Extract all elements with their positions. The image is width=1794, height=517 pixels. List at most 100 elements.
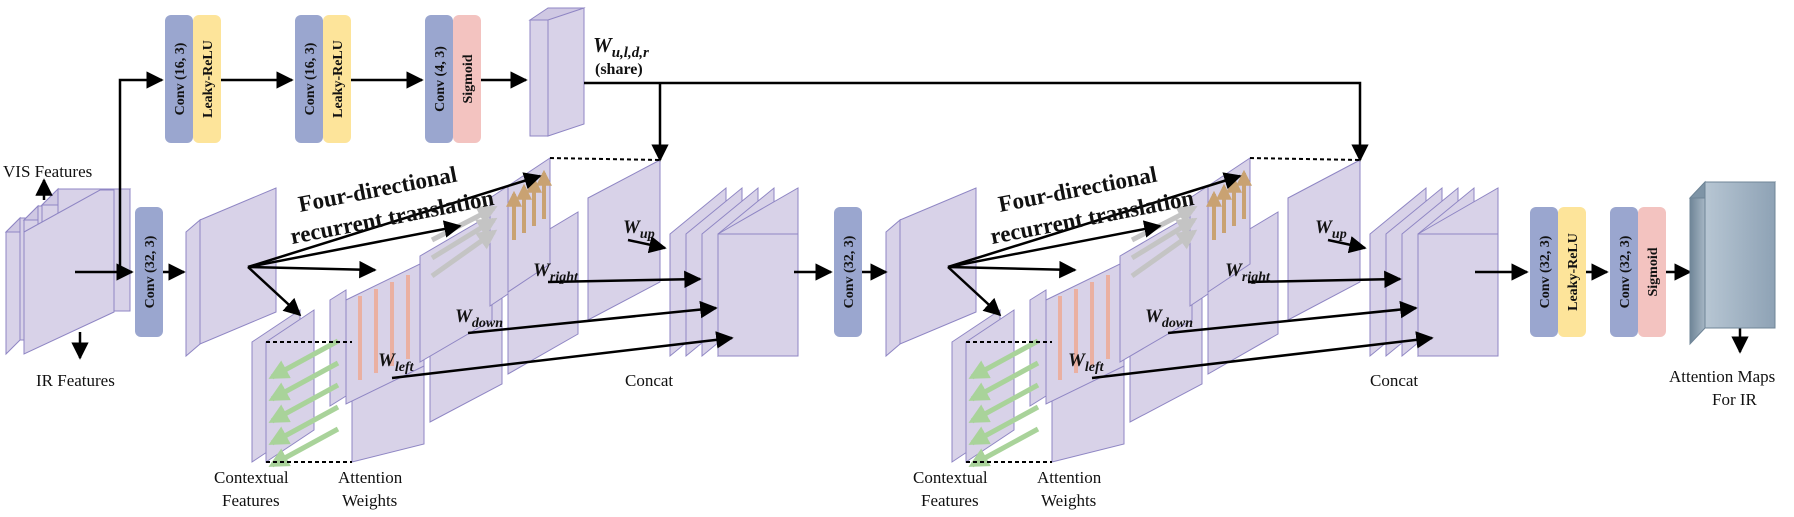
conv4-block: Conv (4, 3) <box>425 15 453 143</box>
w-up-label-1: Wup <box>623 217 655 242</box>
left-translation-arrow-2-0 <box>968 338 1040 380</box>
conv32-block-4: Conv (32, 3) <box>1610 207 1638 337</box>
branch-up-arrow <box>118 71 164 272</box>
left-translation-arrow-2-1 <box>968 360 1040 402</box>
attention-weights-label-1b: Weights <box>342 491 397 510</box>
right-translation-arrow-1-2 <box>430 205 498 243</box>
svg-text:Conv (32, 3): Conv (32, 3) <box>1538 235 1553 308</box>
leaky-relu-block-1: Leaky-ReLU <box>193 15 221 143</box>
down-stack-b-1 <box>345 261 425 405</box>
arrow-to-up-1 <box>247 172 542 269</box>
contextual-features-label-1b: Features <box>222 491 280 510</box>
conv-feature-side-2 <box>885 218 901 358</box>
svg-text:Sigmoid: Sigmoid <box>1646 247 1661 296</box>
svg-text:Conv (32, 3): Conv (32, 3) <box>842 235 857 308</box>
svg-text:Leaky-ReLU: Leaky-ReLU <box>1566 233 1581 311</box>
input-feature-map-front <box>23 189 115 355</box>
concat-label-1: Concat <box>625 371 673 390</box>
w-up-arrow-1 <box>627 236 667 254</box>
right-translation-arrow-2-2 <box>1130 205 1198 243</box>
left-translation-arrow-1-4 <box>268 426 340 468</box>
share-to-module2-arrow <box>584 81 1369 162</box>
arrow-to-down-1 <box>247 260 377 279</box>
attention-map-output-block <box>1688 180 1777 346</box>
w-right-arrow-1 <box>547 270 702 289</box>
svg-text:Conv (16, 3): Conv (16, 3) <box>303 42 318 115</box>
attention-weight-up-2 <box>1287 159 1361 321</box>
w-left-arrow-1 <box>391 331 734 380</box>
right-translation-arrow-2-0 <box>1130 229 1198 279</box>
layer-blocks: Conv (16, 3) Leaky-ReLU Conv (16, 3) Leaky-… <box>135 15 1666 337</box>
right-translation-arrow-2-1 <box>1130 217 1198 261</box>
w-left-label-1: Wleft <box>378 350 415 375</box>
leaky-relu-block-3: Leaky-ReLU <box>1558 207 1586 337</box>
right-translation-arrow-1-0 <box>430 229 498 279</box>
svg-text:Conv (32, 3): Conv (32, 3) <box>1618 235 1633 308</box>
w-up-label-2: Wup <box>1315 217 1347 242</box>
svg-text:Leaky-ReLU: Leaky-ReLU <box>201 40 216 118</box>
arrow-to-right-1 <box>247 220 462 269</box>
sigmoid-block-1: Sigmoid <box>453 15 481 143</box>
w-right-arrow-2 <box>1247 270 1402 289</box>
w-down-arrow-2 <box>1167 300 1418 335</box>
dotted-edge-up-2 <box>1249 157 1361 161</box>
svg-text:Sigmoid: Sigmoid <box>461 54 476 103</box>
conv-feature-map-2 <box>899 187 977 345</box>
feature-maps <box>4 7 1499 463</box>
down-stack-b-2 <box>1045 261 1125 405</box>
w-down-arrow-1 <box>467 300 718 335</box>
left-translation-arrow-1-2 <box>268 382 340 424</box>
attention-weights-label-2b: Weights <box>1041 491 1096 510</box>
left-translation-arrow-2-3 <box>968 404 1040 446</box>
attention-maps-label-2: For IR <box>1712 390 1758 409</box>
arrow-to-left-1 <box>247 266 302 317</box>
conv16-block-1: Conv (16, 3) <box>165 15 193 143</box>
arrow-to-up-2 <box>947 172 1242 269</box>
conv-feature-side-1 <box>185 218 201 358</box>
conv32-block-1: Conv (32, 3) <box>135 207 163 337</box>
left-translation-arrow-1-1 <box>268 360 340 402</box>
dotted-edge-up-1 <box>549 157 661 161</box>
w-up-arrow-2 <box>1327 236 1367 254</box>
w-share-label: Wu,l,d,r <box>593 33 649 61</box>
contextual-features-label-2b: Features <box>921 491 979 510</box>
left-translation-arrow-2-2 <box>968 382 1040 424</box>
w-share-note: (share) <box>595 61 643 78</box>
svg-text:Leaky-ReLU: Leaky-ReLU <box>331 40 346 118</box>
ir-features-label: IR Features <box>36 371 115 390</box>
w-down-label-1: Wdown <box>455 306 503 331</box>
conv-feature-map-1 <box>199 187 277 345</box>
arrow-to-left-2 <box>947 266 1002 317</box>
attention-weights-label-2a: Attention <box>1037 468 1102 487</box>
sigmoid-block-2: Sigmoid <box>1638 207 1666 337</box>
w-left-arrow-2 <box>1091 331 1434 380</box>
contextual-features-label-2a: Contextual <box>913 468 988 487</box>
attention-weights-label-1a: Attention <box>338 468 403 487</box>
left-translation-arrow-1-3 <box>268 404 340 446</box>
right-stack-1 <box>419 213 493 363</box>
leaky-relu-block-2: Leaky-ReLU <box>323 15 351 143</box>
arrow-to-right-2 <box>947 220 1162 269</box>
arrow-to-down-2 <box>947 260 1077 279</box>
attention-maps-label-1: Attention Maps <box>1669 367 1775 386</box>
w-left-label-2: Wleft <box>1068 350 1105 375</box>
arrows <box>35 71 1749 380</box>
svg-text:Conv (16, 3): Conv (16, 3) <box>173 42 188 115</box>
w-right-label-2: Wright <box>1225 260 1271 285</box>
svg-text:Conv (32, 3): Conv (32, 3) <box>143 235 158 308</box>
svg-text:Conv (4, 3): Conv (4, 3) <box>433 46 448 112</box>
vis-features-label: VIS Features <box>3 162 92 181</box>
right-translation-arrow-1-1 <box>430 217 498 261</box>
conv32-block-2: Conv (32, 3) <box>834 207 862 337</box>
plate-decorations <box>266 157 1361 468</box>
conv32-block-3: Conv (32, 3) <box>1530 207 1558 337</box>
contextual-features-label-1a: Contextual <box>214 468 289 487</box>
w-down-label-2: Wdown <box>1145 306 1193 331</box>
concat-label-2: Concat <box>1370 371 1418 390</box>
conv16-block-2: Conv (16, 3) <box>295 15 323 143</box>
shared-weight-plate <box>547 7 585 137</box>
left-translation-arrow-2-4 <box>968 426 1040 468</box>
right-stack-2 <box>1119 213 1193 363</box>
w-right-label-1: Wright <box>533 260 579 285</box>
